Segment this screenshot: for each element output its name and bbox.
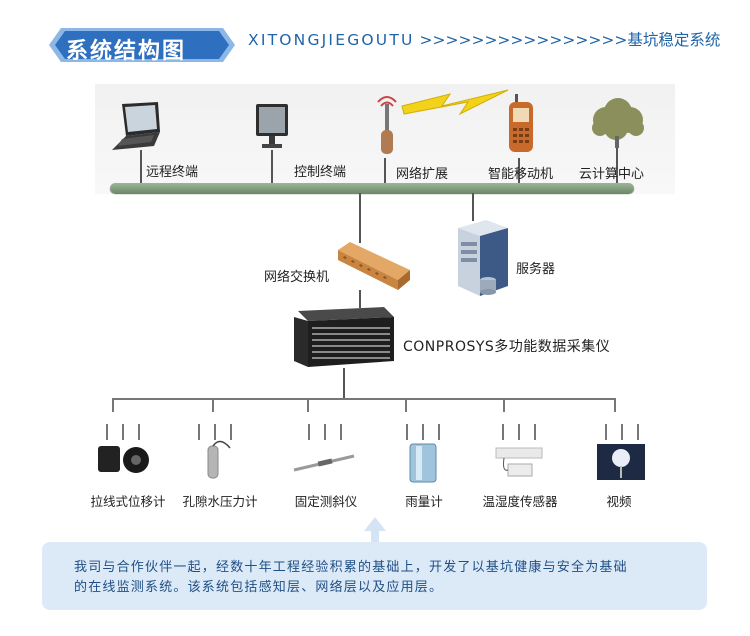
connector-line xyxy=(359,193,361,243)
sensor-label: 温湿度传感器 xyxy=(482,494,558,509)
connector-line xyxy=(307,398,309,412)
subtitle: XITONGJIEGOUTU >>>>>>>>>>>>>>>>基坑稳定系统 xyxy=(248,28,720,50)
antenna-icon xyxy=(377,96,397,154)
draw-wire-sensor-icon xyxy=(98,424,149,473)
connector-line xyxy=(503,398,505,412)
subtitle-pinyin: XITONGJIEGOUTU xyxy=(248,31,415,49)
sensor-label: 拉线式位移计 xyxy=(90,494,166,509)
server-icon xyxy=(458,220,508,296)
node-label-smart-mobile: 智能移动机 xyxy=(488,167,554,182)
network-bus xyxy=(110,183,634,193)
sensor-label: 视频 xyxy=(606,494,632,509)
up-arrow-icon xyxy=(364,517,386,543)
connector-line xyxy=(112,398,114,412)
laptop-icon xyxy=(112,102,160,150)
connector-line xyxy=(271,150,273,184)
subtitle-arrows: >>>>>>>>>>>>>>>> xyxy=(414,31,628,49)
connector-line xyxy=(472,193,474,221)
node-label-remote-terminal: 远程终端 xyxy=(146,165,199,180)
connector-line xyxy=(616,146,618,184)
piezometer-icon xyxy=(198,424,232,479)
page-title: 系统结构图 xyxy=(66,39,187,64)
description-line: 我司与合作伙伴一起，经数十年工程经验积累的基础上，开发了以基坑健康与安全为基础 xyxy=(74,560,628,575)
connector-line xyxy=(518,158,520,184)
cloud-tree-icon xyxy=(592,98,644,148)
node-label-cloud-center: 云计算中心 xyxy=(579,167,645,182)
description-text: 我司与合作伙伴一起，经数十年工程经验积累的基础上，开发了以基坑健康与安全为基础 … xyxy=(74,558,694,598)
node-label-control-terminal: 控制终端 xyxy=(294,165,347,180)
connector-line xyxy=(405,398,407,412)
lightning-icon xyxy=(401,89,509,116)
switch-label: 网络交换机 xyxy=(264,270,330,285)
sensor-label: 雨量计 xyxy=(405,494,443,509)
thermo-hygro-sensor-icon xyxy=(495,424,543,477)
description-line: 的在线监测系统。该系统包括感知层、网络层以及应用层。 xyxy=(74,580,444,595)
inclinometer-icon xyxy=(293,424,355,472)
description-box xyxy=(42,542,707,610)
sensor-label: 孔隙水压力计 xyxy=(182,494,258,509)
collector-label: CONPROSYS多功能数据采集仪 xyxy=(403,339,611,355)
connector-line xyxy=(343,368,345,400)
mobile-phone-icon xyxy=(509,94,533,152)
server-label: 服务器 xyxy=(516,262,556,277)
connector-line xyxy=(359,290,361,308)
connector-line xyxy=(614,398,616,412)
rain-gauge-icon xyxy=(406,424,440,483)
connector-line xyxy=(140,150,142,184)
video-camera-icon xyxy=(597,424,645,480)
data-collector-icon xyxy=(294,307,394,367)
subtitle-end: 基坑稳定系统 xyxy=(627,31,721,49)
connector-line xyxy=(384,158,386,184)
node-label-network-extension: 网络扩展 xyxy=(396,167,449,182)
connector-line xyxy=(212,398,214,412)
title-badge xyxy=(47,26,237,64)
sensor-bus xyxy=(112,398,616,400)
sensor-label: 固定测斜仪 xyxy=(294,494,358,509)
monitor-icon xyxy=(256,104,288,148)
network-switch-icon xyxy=(338,242,410,290)
